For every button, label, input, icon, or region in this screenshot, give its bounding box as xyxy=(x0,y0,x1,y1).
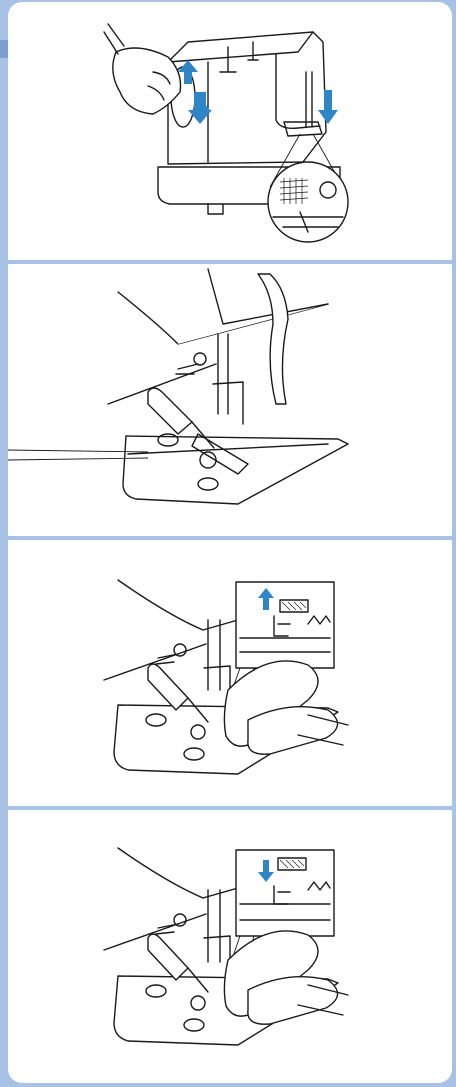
page-tab-marker xyxy=(0,40,8,58)
instruction-card xyxy=(8,2,452,1083)
step-1-panel xyxy=(8,2,452,264)
step-2-panel xyxy=(8,264,452,540)
step-4-panel xyxy=(8,810,452,1083)
step-1-illustration xyxy=(8,2,452,264)
step-3-illustration xyxy=(8,540,452,810)
step-3-panel xyxy=(8,540,452,810)
step-2-illustration xyxy=(8,264,452,540)
step-4-illustration xyxy=(8,810,452,1083)
